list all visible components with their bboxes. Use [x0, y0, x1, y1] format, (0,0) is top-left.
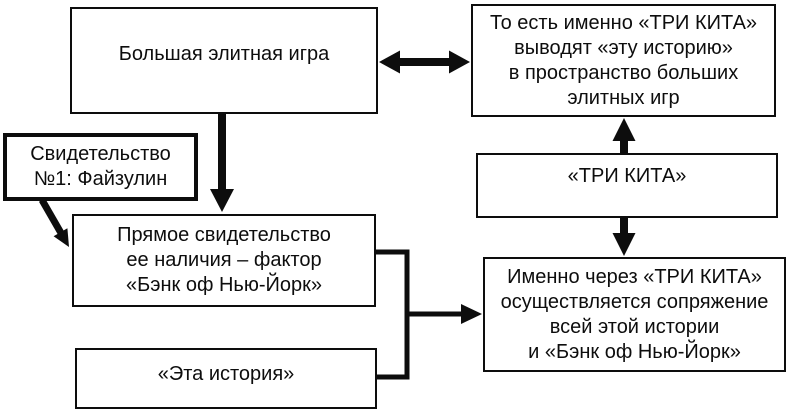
node-testimony-fayzulin-label: Свидетельство №1: Файзулин — [30, 143, 171, 190]
double-arrow-game-whales-icon — [379, 50, 470, 74]
node-whales-bring-story: То есть именно «ТРИ КИТА» выводят «эту и… — [471, 4, 776, 117]
node-three-whales-label: «ТРИ КИТА» — [567, 165, 687, 187]
node-this-story: «Эта история» — [75, 348, 377, 409]
node-direct-evidence: Прямое свидетельство ее наличия – фактор… — [72, 214, 376, 307]
node-testimony-fayzulin: Свидетельство №1: Файзулин — [3, 133, 198, 201]
node-three-whales: «ТРИ КИТА» — [476, 153, 778, 218]
node-big-elite-game: Большая элитная игра — [70, 7, 378, 114]
merge-bracket-connector — [375, 249, 482, 380]
node-big-elite-game-label: Большая элитная игра — [118, 43, 330, 65]
node-conjunction-bank-label: Именно через «ТРИ КИТА» осуществляется с… — [500, 265, 769, 363]
arrow-game-to-evidence-icon — [210, 114, 234, 212]
node-whales-bring-story-label: То есть именно «ТРИ КИТА» выводят «эту и… — [489, 11, 758, 109]
arrow-whales-up-icon — [612, 118, 636, 153]
node-direct-evidence-label: Прямое свидетельство ее наличия – фактор… — [117, 224, 331, 296]
node-conjunction-bank: Именно через «ТРИ КИТА» осуществляется с… — [483, 257, 786, 372]
arrow-testimony-to-evidence-icon — [38, 198, 69, 247]
arrow-whales-down-icon — [612, 218, 636, 256]
node-this-story-label: «Эта история» — [157, 363, 295, 385]
